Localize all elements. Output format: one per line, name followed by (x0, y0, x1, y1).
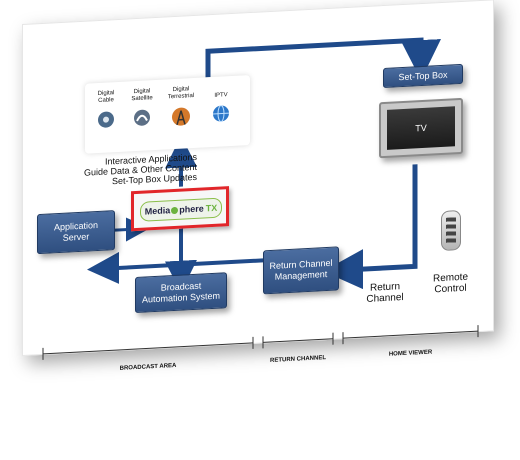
tv-label: TV (415, 122, 427, 134)
tv-frame: TV (379, 97, 463, 159)
set-top-box: Set-Top Box (383, 63, 463, 89)
application-server-label: Application Server (53, 220, 99, 243)
arrow-tv-to-return (323, 164, 418, 290)
connection-arrows (42, 37, 479, 360)
return-channel-management-label: Return Channel Management (269, 257, 333, 282)
remote-control-label: Remote Control (432, 271, 468, 296)
return-channel-management-box: Return Channel Management (263, 246, 339, 295)
tv-screen: TV (387, 106, 455, 150)
distribution-label-terrestrial: Digital Terrestrial (167, 86, 195, 101)
remote-control-icon (446, 217, 456, 244)
distribution-item-cable: Digital Cable (89, 90, 123, 152)
diagram-card: Digital Cable Digital Satellite Digital … (22, 0, 494, 372)
distribution-item-iptv: IPTV (203, 84, 239, 146)
iptv-globe-icon (213, 105, 229, 123)
mediasphere-logo-middle: phere (179, 203, 204, 215)
mediasphere-logo: Media phere TX (140, 197, 222, 222)
content-note: Interactive Applications Guide Data & Ot… (77, 152, 197, 188)
mediasphere-logo-suffix: TX (205, 202, 218, 214)
distribution-label-satellite: Digital Satellite (131, 88, 153, 103)
broadcast-automation-label: Broadcast Automation System (141, 280, 221, 305)
arrow-distribution-to-settop (205, 37, 441, 81)
application-server-box: Application Server (37, 210, 115, 255)
mediasphere-tx-box: Media phere TX (131, 186, 229, 232)
broadcast-automation-box: Broadcast Automation System (135, 272, 227, 314)
mediasphere-logo-prefix: Media (144, 205, 171, 217)
mediasphere-logo-dot (171, 206, 179, 214)
distribution-label-iptv: IPTV (214, 92, 228, 99)
return-channel-label: Return Channel (366, 281, 404, 305)
terrestrial-tower-icon (172, 107, 190, 126)
cable-icon (98, 111, 114, 128)
distribution-item-satellite: Digital Satellite (125, 88, 159, 150)
distribution-label-cable: Digital Cable (97, 90, 115, 105)
satellite-dish-icon (134, 109, 150, 126)
set-top-box-label: Set-Top Box (398, 69, 448, 82)
distribution-item-terrestrial: Digital Terrestrial (161, 86, 201, 148)
remote-control (441, 209, 461, 252)
card-reflection (0, 360, 520, 460)
